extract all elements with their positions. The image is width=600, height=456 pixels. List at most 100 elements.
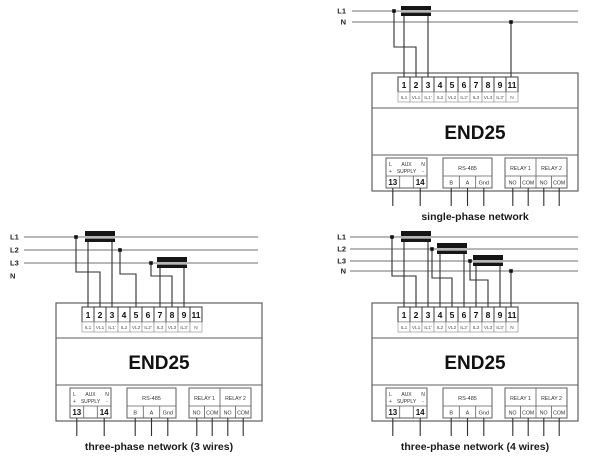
terminal-label-8: VL3 <box>484 95 493 101</box>
phase-label-n: N <box>341 267 346 276</box>
terminal-number-2: 2 <box>98 310 103 320</box>
diagram-three-phase-4-wires: L1L2L3N1IL12VL13IL1'4IL25VL26IL2'7IL38VL… <box>337 231 579 453</box>
aux-supply-n-symbol: N <box>105 392 109 398</box>
aux-supply-minus-symbol: - <box>106 399 108 405</box>
aux-supply-title-line1: AUX <box>85 392 96 398</box>
terminal-label-3: IL1' <box>108 325 116 331</box>
relay2-terminal-no: NO <box>224 411 232 417</box>
wire <box>391 237 417 308</box>
relay2-label: RELAY 2 <box>541 396 562 402</box>
ct-bar-top <box>473 255 503 260</box>
wire <box>469 261 489 308</box>
aux-supply-box <box>385 157 428 189</box>
ct-bar-bottom <box>85 238 115 242</box>
terminal-label-4: IL2 <box>437 325 444 331</box>
rs485-terminal-gnd: Gnd <box>479 411 489 417</box>
rs485-terminal-b: B <box>133 411 137 417</box>
terminal-number-8: 8 <box>486 80 491 90</box>
terminal-label-7: IL3 <box>157 325 164 331</box>
aux-supply-l-symbol: L <box>389 392 392 398</box>
terminal-label-11: N <box>194 325 198 331</box>
relay1-terminal-no: NO <box>509 181 517 187</box>
terminal-label-1: IL1 <box>85 325 92 331</box>
junction-dot <box>149 261 153 265</box>
terminal-label-5: VL2 <box>448 325 457 331</box>
rs485-terminal-a: A <box>466 411 470 417</box>
terminal-number-4: 4 <box>438 310 443 320</box>
terminal-number-9: 9 <box>182 310 187 320</box>
ct-bar-top <box>157 257 187 262</box>
phase-label-l1: L1 <box>10 233 19 242</box>
aux-terminal-14: 14 <box>416 408 425 417</box>
junction-dot <box>118 248 122 252</box>
terminal-number-8: 8 <box>486 310 491 320</box>
phase-label-l1: L1 <box>337 233 346 242</box>
rs485-box <box>442 157 493 189</box>
relay2-terminal-com: COM <box>553 411 565 417</box>
terminal-label-4: IL2 <box>437 95 444 101</box>
aux-terminal-13: 13 <box>388 408 397 417</box>
rs485-terminal-a: A <box>466 181 470 187</box>
aux-supply-plus-symbol: + <box>389 399 392 405</box>
terminal-label-1: IL1 <box>401 325 408 331</box>
device-name: END25 <box>444 353 506 374</box>
relay1-label: RELAY 1 <box>194 396 215 402</box>
terminal-number-2: 2 <box>414 80 419 90</box>
aux-supply-l-symbol: L <box>389 162 392 168</box>
aux-terminal-13: 13 <box>388 178 397 187</box>
terminal-label-7: IL3 <box>473 325 480 331</box>
relay1-terminal-no: NO <box>509 411 517 417</box>
junction-dot <box>392 9 396 13</box>
terminal-number-6: 6 <box>462 310 467 320</box>
ct-bar-bottom <box>437 250 467 254</box>
terminal-number-6: 6 <box>462 80 467 90</box>
relay1-label: RELAY 1 <box>510 166 531 172</box>
current-transformer-icon <box>85 231 115 242</box>
ct-bar-top <box>85 231 115 236</box>
terminal-label-cell-11 <box>189 321 203 333</box>
phase-label-l3: L3 <box>10 259 19 268</box>
terminal-label-2: VL1 <box>96 325 105 331</box>
ct-bar-top <box>401 231 431 236</box>
diagram-caption: three-phase network (3 wires) <box>85 441 233 453</box>
wire <box>431 249 453 308</box>
relay1-terminal-com: COM <box>206 411 218 417</box>
terminal-label-2: VL1 <box>412 95 421 101</box>
ct-bar-bottom <box>473 262 503 266</box>
aux-supply-title-line2: SUPPLY <box>81 399 101 405</box>
terminal-number-2: 2 <box>414 310 419 320</box>
terminal-label-8: VL3 <box>168 325 177 331</box>
terminal-label-9: IL3' <box>496 95 504 101</box>
terminal-number-5: 5 <box>450 310 455 320</box>
rs485-terminal-b: B <box>449 411 453 417</box>
diagram-caption: three-phase network (4 wires) <box>401 441 549 453</box>
wire <box>119 250 137 308</box>
terminal-number-9: 9 <box>498 310 503 320</box>
phase-label-n: N <box>10 272 15 281</box>
terminal-number-11: 11 <box>508 310 517 320</box>
terminal-number-3: 3 <box>110 310 115 320</box>
ct-bar-bottom <box>157 264 187 268</box>
terminal-label-3: IL1' <box>424 325 432 331</box>
aux-supply-box <box>69 387 112 419</box>
diagram-three-phase-3-wires: L1L2L3N1IL12VL13IL1'4IL25VL26IL2'7IL38VL… <box>10 231 263 453</box>
ct-bar-bottom <box>401 12 431 16</box>
relay2-terminal-no: NO <box>540 411 548 417</box>
diagram-single-phase: L1N1IL12VL13IL1'4IL25VL26IL2'7IL38VL39IL… <box>337 6 579 223</box>
rs485-terminal-gnd: Gnd <box>163 411 173 417</box>
relay1-terminal-no: NO <box>193 411 201 417</box>
aux-supply-minus-symbol: - <box>422 399 424 405</box>
aux-supply-n-symbol: N <box>421 162 425 168</box>
terminal-label-5: VL2 <box>132 325 141 331</box>
terminal-number-4: 4 <box>122 310 127 320</box>
phase-label-l2: L2 <box>337 245 346 254</box>
aux-supply-plus-symbol: + <box>73 399 76 405</box>
terminal-label-9: IL3' <box>180 325 188 331</box>
relay2-terminal-com: COM <box>553 181 565 187</box>
junction-dot <box>74 235 78 239</box>
terminal-label-4: IL2 <box>121 325 128 331</box>
terminal-label-1: IL1 <box>401 95 408 101</box>
wire <box>150 263 173 308</box>
terminal-label-6: IL2' <box>460 95 468 101</box>
